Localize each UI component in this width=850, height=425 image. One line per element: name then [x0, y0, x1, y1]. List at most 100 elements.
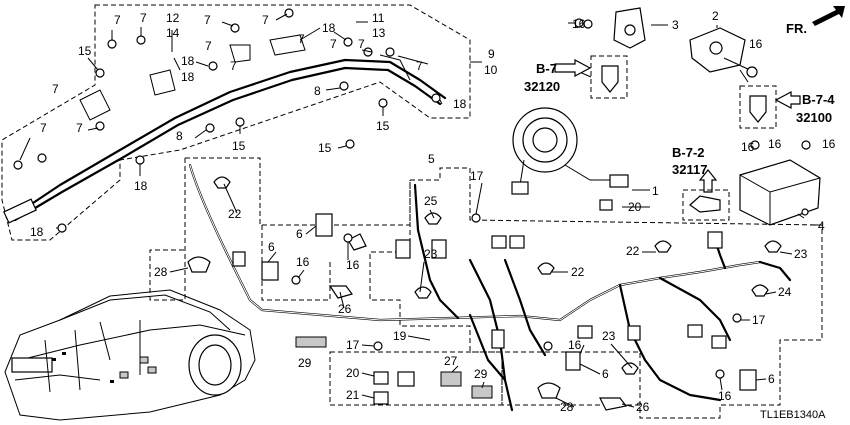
callout-22: 22 [571, 265, 585, 279]
callout-1: 1 [652, 184, 659, 198]
callout-17: 17 [470, 169, 484, 183]
callout-numbers: 7 7 12 14 7 7 11 13 18 15 7 7 7 7 18 18 … [30, 9, 836, 414]
callout-15: 15 [376, 119, 390, 133]
callout-15: 15 [78, 44, 92, 58]
callout-22: 22 [228, 207, 242, 221]
callout-7: 7 [416, 59, 423, 73]
harness-connectors [232, 231, 727, 349]
ref-b7-2: B-7-2 [672, 145, 705, 160]
callout-28: 28 [154, 265, 168, 279]
callout-18: 18 [322, 21, 336, 35]
callout-7: 7 [140, 11, 147, 25]
callout-11: 11 [372, 11, 385, 25]
callout-7: 7 [205, 39, 212, 53]
front-direction-arrow [812, 6, 845, 26]
callout-18: 18 [181, 54, 195, 68]
callout-24: 24 [778, 285, 792, 299]
callout-17: 17 [752, 313, 766, 327]
callout-7: 7 [52, 82, 59, 96]
impact-sensor-icons [261, 213, 757, 391]
connector-32100 [739, 69, 777, 129]
callout-20: 20 [346, 366, 360, 380]
part-2-bracket [689, 25, 758, 78]
callout-15: 15 [318, 141, 332, 155]
callout-29: 29 [298, 356, 312, 370]
callout-27: 27 [444, 354, 458, 368]
callout-18: 18 [453, 97, 467, 111]
callout-12: 12 [166, 11, 180, 25]
callout-6: 6 [602, 367, 609, 381]
callout-16: 16 [296, 255, 310, 269]
callout-14: 14 [166, 26, 180, 40]
callout-16: 16 [568, 338, 582, 352]
callout-21: 21 [346, 388, 360, 402]
callout-7: 7 [204, 13, 211, 27]
callout-leaders-harness [169, 182, 793, 408]
front-label: FR. [786, 21, 807, 36]
callout-7: 7 [262, 13, 269, 27]
callout-19: 19 [393, 329, 407, 343]
callout-16: 16 [572, 17, 586, 31]
callout-20: 20 [628, 200, 642, 214]
callout-18: 18 [30, 225, 44, 239]
callout-18: 18 [181, 70, 195, 84]
callout-7: 7 [358, 37, 365, 51]
callout-16: 16 [346, 258, 360, 272]
ref-b7-num: 32120 [524, 79, 560, 94]
adhesive-pads [295, 336, 493, 399]
diagram-code: TL1EB1340A [760, 409, 826, 421]
callout-22: 22 [626, 244, 640, 258]
cable-reel [511, 107, 650, 211]
callout-15: 15 [232, 139, 246, 153]
connector-32120 [560, 55, 628, 99]
callout-3: 3 [672, 18, 679, 32]
callout-17: 17 [346, 338, 360, 352]
ref-b7-4-num: 32100 [796, 110, 832, 125]
clip-icons [187, 176, 782, 411]
callout-26: 26 [338, 302, 352, 316]
callout-29: 29 [474, 367, 488, 381]
callout-6: 6 [768, 372, 775, 386]
callout-7: 7 [330, 37, 337, 51]
vehicle-silhouette [4, 289, 256, 421]
ref-b7-2-num: 32117 [672, 162, 707, 177]
callout-16: 16 [741, 140, 755, 154]
callout-18: 18 [134, 179, 148, 193]
callout-16: 16 [749, 37, 763, 51]
reference-arrows [554, 59, 801, 221]
ref-b7: B-7 [536, 61, 557, 76]
harness-group-outline [149, 157, 823, 419]
callout-7: 7 [298, 32, 305, 46]
part-3-bracket [568, 7, 668, 49]
callout-10: 10 [484, 63, 498, 77]
callout-6: 6 [268, 240, 275, 254]
callout-25: 25 [424, 194, 438, 208]
callout-26: 26 [636, 400, 650, 414]
callout-23: 23 [794, 247, 808, 261]
callout-23: 23 [602, 329, 616, 343]
callout-leaders-curtain [19, 13, 443, 229]
callout-8: 8 [314, 84, 321, 98]
callout-16: 16 [718, 389, 732, 403]
callout-2: 2 [712, 9, 719, 23]
curtain-airbag-module [3, 34, 447, 224]
callout-4: 4 [818, 219, 825, 233]
callout-13: 13 [372, 26, 386, 40]
callout-7: 7 [230, 59, 237, 73]
callout-16: 16 [822, 137, 836, 151]
callout-5: 5 [428, 152, 435, 166]
callout-28: 28 [560, 400, 574, 414]
callout-16: 16 [768, 137, 782, 151]
bracket-parts-20-21 [373, 371, 415, 405]
callout-23: 23 [424, 247, 438, 261]
callout-7: 7 [76, 121, 83, 135]
ref-b7-4: B-7-4 [802, 92, 835, 107]
callout-6: 6 [296, 227, 303, 241]
srs-unit [739, 159, 821, 226]
callout-9: 9 [488, 47, 495, 61]
callout-7: 7 [40, 121, 47, 135]
callout-8: 8 [176, 129, 183, 143]
reference-labels: B-7 32120 B-7-2 32117 B-7-4 32100 FR. TL… [524, 21, 835, 421]
callout-7: 7 [114, 13, 121, 27]
